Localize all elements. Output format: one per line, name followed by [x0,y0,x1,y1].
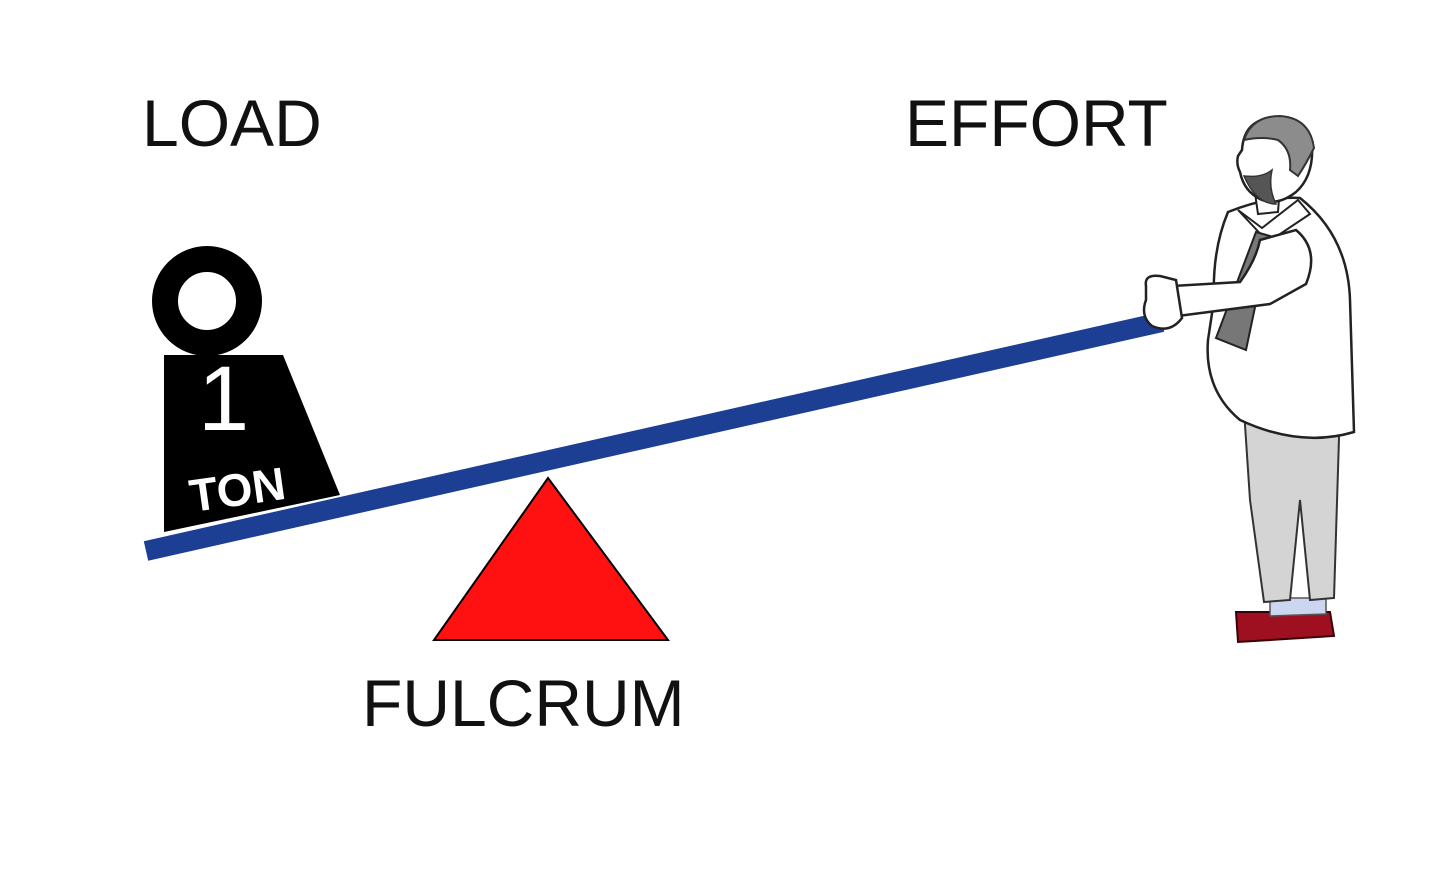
fulcrum-label: FULCRUM [362,666,685,740]
man-pushing-lever-icon [1142,114,1356,644]
fulcrum-triangle [432,476,670,641]
one-ton-weight-icon: 1 TON [152,246,340,532]
hand-icon [1142,274,1184,330]
weight-number: 1 [198,348,249,450]
load-label: LOAD [142,86,322,160]
trousers-icon [1242,404,1342,604]
socks-icon [1269,597,1327,617]
effort-label: EFFORT [905,86,1168,160]
beard-icon [1242,168,1278,205]
left-shoe-icon [1234,611,1336,644]
lever-beam [143,312,1165,561]
hair-icon [1242,114,1316,178]
